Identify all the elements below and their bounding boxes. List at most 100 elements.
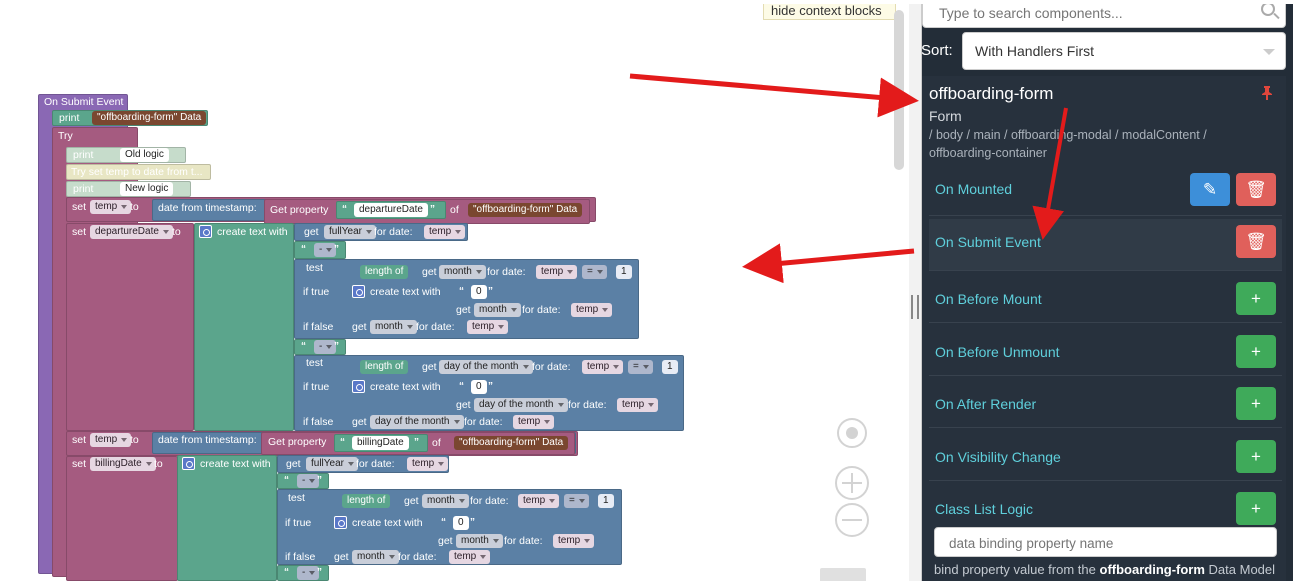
zero-text-2[interactable]: 0 <box>471 380 487 394</box>
var-temp-dropdown[interactable]: temp <box>90 200 132 214</box>
add-handler-button[interactable]: + <box>1236 282 1276 315</box>
event-on-before-mount[interactable]: On Before Mount + <box>929 271 1282 323</box>
if-true-label-2: if true <box>303 381 330 393</box>
print-label: print <box>59 112 80 124</box>
event-on-before-unmount[interactable]: On Before Unmount + <box>929 324 1282 376</box>
event-on-submit[interactable]: On Submit Event 🗑 <box>929 219 1282 271</box>
event-on-visibility-change[interactable]: On Visibility Change + <box>929 429 1282 481</box>
quote-open-2: “ <box>301 244 306 255</box>
dash-dropdown-3[interactable]: - <box>297 474 320 488</box>
zoom-out-icon[interactable] <box>835 503 869 537</box>
var-temp-dropdown-4[interactable]: temp <box>571 303 613 317</box>
day-of-month-dropdown-2[interactable]: day of the month <box>474 398 568 412</box>
mutator-gear-icon-3[interactable] <box>352 380 365 393</box>
delete-handler-button[interactable]: 🗑 <box>1236 173 1276 206</box>
zero-text[interactable]: 0 <box>471 285 487 299</box>
add-handler-button[interactable]: + <box>1236 440 1276 473</box>
component-search[interactable] <box>922 4 1286 28</box>
set-billing-block[interactable] <box>66 456 178 581</box>
trash-can-icon[interactable] <box>820 568 866 581</box>
var-temp-dropdown-9[interactable]: temp <box>90 433 132 447</box>
data-binding-field[interactable] <box>934 527 1277 557</box>
search-icon[interactable] <box>1261 4 1275 16</box>
eq-dropdown-3[interactable]: = <box>564 494 589 508</box>
var-temp-dropdown-8[interactable]: temp <box>513 415 555 429</box>
day-of-month-dropdown[interactable]: day of the month <box>439 360 533 374</box>
new-logic-text[interactable]: New logic <box>120 182 174 196</box>
hide-context-blocks-button[interactable]: hide context blocks <box>763 4 896 20</box>
length-of-chip-3[interactable]: length of <box>342 494 391 508</box>
month-dropdown[interactable]: month <box>439 265 486 279</box>
prop-billing-text[interactable]: billingDate <box>352 436 409 450</box>
num-one-2[interactable]: 1 <box>662 360 678 374</box>
var-billing-dropdown[interactable]: billingDate <box>90 457 156 471</box>
eq-dropdown-2[interactable]: = <box>628 360 653 374</box>
event-label: On Before Mount <box>935 291 1042 307</box>
sort-select[interactable]: With Handlers First <box>962 32 1286 70</box>
blockly-workspace[interactable]: hide context blocks On Submit Event prin… <box>4 4 909 581</box>
add-handler-button[interactable]: + <box>1236 387 1276 420</box>
search-input[interactable] <box>939 4 1259 25</box>
fullyear-dropdown[interactable]: fullYear <box>324 225 376 239</box>
event-on-mounted[interactable]: On Mounted ✎ 🗑 <box>929 164 1282 216</box>
month-dropdown-3[interactable]: month <box>370 320 417 334</box>
dash-dropdown[interactable]: - <box>314 243 337 257</box>
event-on-after-render[interactable]: On After Render + <box>929 376 1282 428</box>
splitter-grip-icon[interactable] <box>911 295 919 319</box>
eq-dropdown[interactable]: = <box>582 265 607 279</box>
workspace-vertical-scrollbar[interactable] <box>894 10 904 170</box>
var-temp-dropdown-2[interactable]: temp <box>424 225 466 239</box>
day-of-month-dropdown-3[interactable]: day of the month <box>370 415 464 429</box>
component-name: offboarding-form <box>929 84 1054 103</box>
mutator-gear-icon-4[interactable] <box>182 457 195 470</box>
dash-dropdown-2[interactable]: - <box>314 340 337 354</box>
get-label-5: get <box>422 361 437 373</box>
delete-handler-button[interactable]: 🗑 <box>1236 225 1276 258</box>
create-text-block-1[interactable] <box>194 223 294 431</box>
mutator-gear-icon-2[interactable] <box>352 285 365 298</box>
mutator-gear-icon-5[interactable] <box>334 516 347 529</box>
length-of-chip[interactable]: length of <box>360 265 409 279</box>
num-one[interactable]: 1 <box>616 265 632 279</box>
set-departure-block[interactable] <box>66 223 194 431</box>
pin-icon[interactable] <box>1261 86 1273 100</box>
var-temp-dropdown-11[interactable]: temp <box>518 494 560 508</box>
recenter-icon[interactable] <box>837 418 867 448</box>
var-temp-dropdown-5[interactable]: temp <box>467 320 509 334</box>
length-of-chip-2[interactable]: length of <box>360 360 409 374</box>
var-temp-dropdown-7[interactable]: temp <box>617 398 659 412</box>
prop-departure-text[interactable]: departureDate <box>354 203 428 217</box>
dash-dropdown-4[interactable]: - <box>297 566 320 580</box>
data-ref-chip[interactable]: "offboarding-form" Data <box>92 111 207 125</box>
old-logic-text[interactable]: Old logic <box>120 148 169 162</box>
var-temp-dropdown-12[interactable]: temp <box>553 534 595 548</box>
edit-handler-button[interactable]: ✎ <box>1190 173 1230 206</box>
data-binding-input[interactable] <box>949 532 1269 554</box>
zoom-in-icon[interactable] <box>835 466 869 500</box>
month-dropdown-5[interactable]: month <box>456 534 503 548</box>
fullyear-dropdown-2[interactable]: fullYear <box>306 457 358 471</box>
data-ref-chip-2[interactable]: "offboarding-form" Data <box>468 203 583 217</box>
event-class-list-logic[interactable]: Class List Logic + <box>929 481 1282 533</box>
panel-splitter[interactable] <box>909 4 922 581</box>
create-text-block-2[interactable] <box>177 455 277 581</box>
quote-close: ” <box>430 204 435 215</box>
comment-block[interactable] <box>66 164 211 180</box>
month-dropdown-4[interactable]: month <box>422 494 469 508</box>
ternary-block-1[interactable] <box>294 259 639 339</box>
add-handler-button[interactable]: + <box>1236 335 1276 368</box>
data-ref-chip-3[interactable]: "offboarding-form" Data <box>454 436 569 450</box>
mutator-gear-icon[interactable] <box>199 225 212 238</box>
var-departure-dropdown[interactable]: departureDate <box>90 225 173 239</box>
var-temp-dropdown-10[interactable]: temp <box>407 457 449 471</box>
num-one-3[interactable]: 1 <box>598 494 614 508</box>
month-dropdown-2[interactable]: month <box>474 303 521 317</box>
zero-text-3[interactable]: 0 <box>453 516 469 530</box>
var-temp-dropdown-13[interactable]: temp <box>449 550 491 564</box>
var-temp-dropdown-6[interactable]: temp <box>582 360 624 374</box>
quote-open-8: “ <box>441 517 446 528</box>
month-dropdown-6[interactable]: month <box>352 550 399 564</box>
get-label-6: get <box>456 399 471 411</box>
var-temp-dropdown-3[interactable]: temp <box>536 265 578 279</box>
add-handler-button[interactable]: + <box>1236 492 1276 525</box>
